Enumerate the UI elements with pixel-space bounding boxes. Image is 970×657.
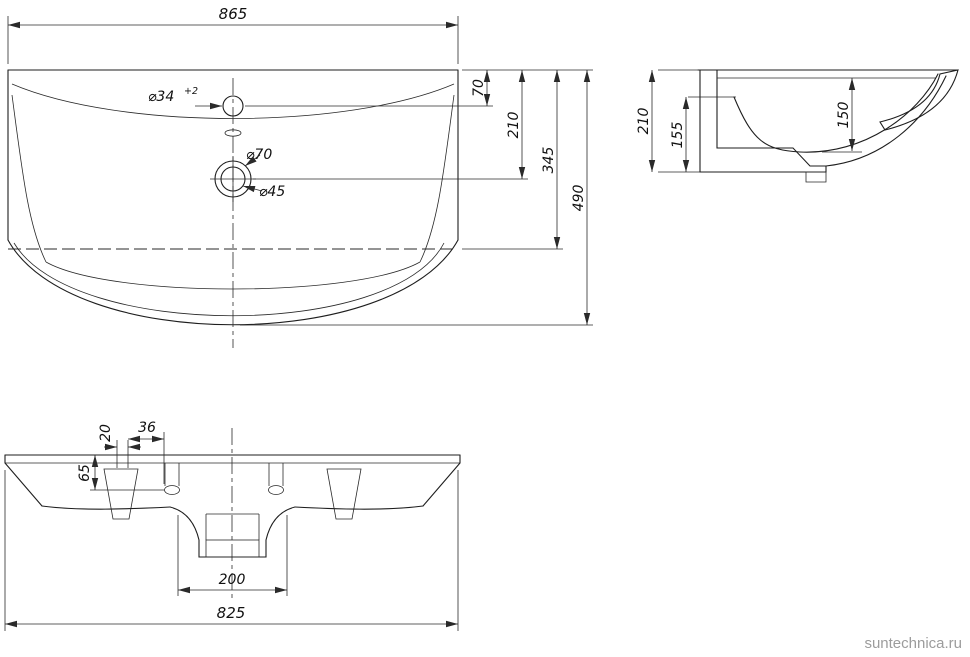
leader-drain-outer [244, 154, 261, 167]
dim-label-825: 825 [217, 604, 246, 622]
dim-label-865: 865 [219, 5, 248, 23]
dim-label-drain-outer: ⌀70 [246, 147, 272, 163]
plan-basin-right-curve [419, 94, 455, 263]
side-front-rim-section [879, 69, 959, 131]
front-outline [4, 428, 461, 600]
plan-view: 865 70 210 345 490 ⌀34 +2 ⌀70 ⌀45 [7, 5, 593, 348]
dim-label-210: 210 [506, 112, 522, 139]
front-bottom-right [294, 505, 424, 510]
front-left-hole [164, 485, 180, 495]
dim-label-20: 20 [98, 424, 114, 442]
side-bowl-outer-curve [825, 75, 947, 167]
front-drain-housing [169, 506, 296, 558]
dim-label-faucet-diameter: ⌀34 [148, 89, 174, 105]
dim-label-drain-inner: ⌀45 [259, 184, 285, 200]
front-dimensions: 20 36 65 200 825 [4, 420, 459, 631]
front-drain-box [205, 539, 260, 558]
dim-label-36: 36 [138, 420, 156, 436]
dim-label-70: 70 [471, 79, 487, 97]
plan-outline [7, 69, 459, 348]
front-left-rib [103, 468, 139, 520]
side-wall-section [699, 69, 827, 173]
front-section-view: 20 36 65 200 825 [4, 420, 461, 631]
dim-label-65: 65 [77, 464, 93, 482]
plan-basin-left-curve [11, 94, 47, 263]
plan-front-rim-inner [13, 242, 445, 317]
front-right-hole [268, 485, 284, 495]
front-right-rib [326, 468, 362, 520]
side-outline [697, 69, 959, 183]
front-right-slope [422, 462, 461, 507]
dim-label-side-150: 150 [836, 102, 852, 129]
side-bowl-inner-curve [733, 73, 939, 153]
dim-label-faucet-tolerance: +2 [184, 86, 198, 97]
front-bottom-left [41, 505, 171, 510]
dim-label-490: 490 [571, 185, 587, 212]
dim-label-345: 345 [541, 147, 557, 174]
front-left-slope [4, 462, 43, 507]
side-section-view: 210 155 150 [636, 69, 959, 183]
side-drain-stub [805, 171, 827, 183]
dim-label-side-210: 210 [636, 108, 652, 135]
overflow-slot [224, 129, 242, 137]
watermark: suntechnica.ru [864, 635, 962, 652]
plan-dimensions: 865 70 210 345 490 ⌀34 +2 ⌀70 ⌀45 [7, 5, 593, 326]
dim-label-200: 200 [219, 572, 246, 588]
leader-drain-inner [242, 185, 263, 193]
side-dimensions: 210 155 150 [636, 69, 862, 173]
dim-label-side-155: 155 [670, 122, 686, 149]
faucet-hole [222, 95, 244, 117]
